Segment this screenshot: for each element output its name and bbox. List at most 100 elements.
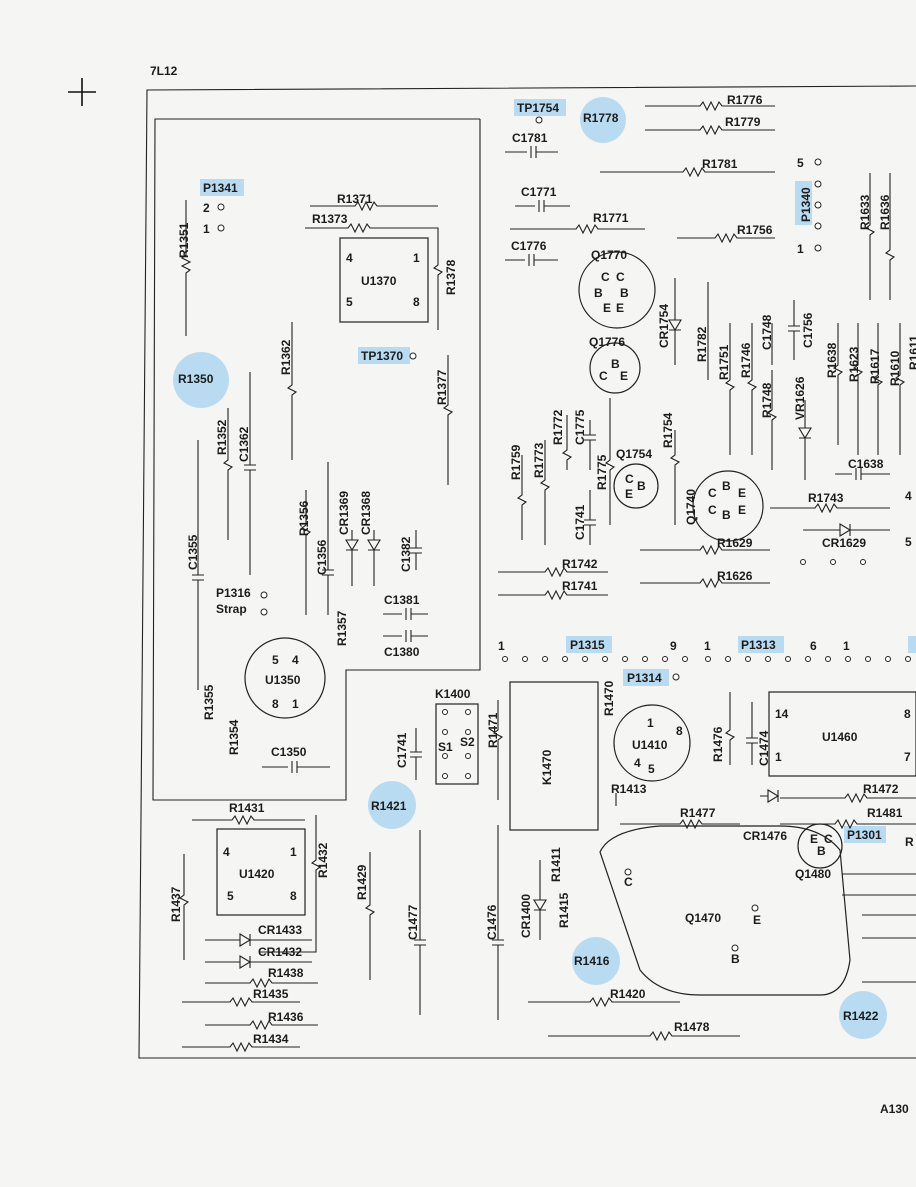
label-r1431: R1431 — [229, 801, 265, 815]
label-tp1370: TP1370 — [361, 349, 403, 363]
label-r1781: R1781 — [702, 157, 738, 171]
label-r1373: R1373 — [312, 212, 348, 226]
label-r1352: R1352 — [215, 419, 229, 455]
label-q1754: Q1754 — [616, 447, 652, 461]
label-r1638: R1638 — [825, 342, 839, 378]
label-q1770-b1: B — [594, 286, 603, 300]
label-r1759: R1759 — [509, 444, 523, 480]
label-r1611: R1611 — [907, 335, 916, 370]
label-u1410-pin4: 4 — [634, 756, 641, 770]
label-p1341-pin1: 1 — [203, 222, 210, 236]
label-c1748: C1748 — [760, 314, 774, 350]
label-r1633: R1633 — [858, 194, 872, 230]
label-p1341-pin2: 2 — [203, 201, 210, 215]
label-q1754-b: B — [637, 479, 646, 493]
label-u1460: U1460 — [822, 730, 858, 744]
component-outlines — [216, 237, 916, 996]
label-connector-pin1c: 1 — [843, 639, 850, 653]
label-q1776: Q1776 — [589, 335, 625, 349]
label-r1420: R1420 — [610, 987, 646, 1001]
label-r1351: R1351 — [177, 222, 191, 258]
label-cr1368: CR1368 — [359, 491, 373, 535]
label-q1480-b: B — [817, 844, 826, 858]
label-connector-pin9: 9 — [670, 639, 677, 653]
label-k1470: K1470 — [540, 749, 554, 785]
vertical-labels: P1340 R1633 R1636 R1378 R1351 CR1754 R17… — [169, 187, 916, 940]
label-r1470: R1470 — [602, 680, 616, 716]
label-p1341: P1341 — [203, 181, 238, 195]
label-q1480-e: E — [810, 832, 818, 846]
label-r1782: R1782 — [695, 326, 709, 362]
label-q1480: Q1480 — [795, 867, 831, 881]
label-cr1400: CR1400 — [519, 894, 533, 938]
label-r1378: R1378 — [444, 259, 458, 295]
label-q1470-b: B — [731, 952, 740, 966]
label-c1741-lower: C1741 — [395, 732, 409, 768]
label-q1470: Q1470 — [685, 911, 721, 925]
label-cr1629: CR1629 — [822, 536, 866, 550]
component-labels: 7L12 A130 TP1754 R1778 R1776 R1779 C1781… — [150, 64, 914, 1116]
label-u1370-pin1: 1 — [413, 251, 420, 265]
label-r1432: R1432 — [316, 842, 330, 878]
label-r1422: R1422 — [843, 1009, 879, 1023]
label-u1350-pin4: 4 — [292, 653, 299, 667]
label-vr1626: VR1626 — [793, 376, 807, 420]
label-r1471: R1471 — [486, 712, 500, 748]
label-pin5-right: 5 — [905, 535, 912, 549]
label-r1756: R1756 — [737, 223, 773, 237]
label-r1771: R1771 — [593, 211, 629, 225]
label-r1355: R1355 — [202, 684, 216, 720]
label-u1410-pin1: 1 — [647, 716, 654, 730]
label-c1474: C1474 — [757, 730, 771, 766]
label-q1740-c1: C — [708, 486, 717, 500]
label-c1381: C1381 — [384, 593, 420, 607]
label-r1415: R1415 — [557, 892, 571, 928]
label-u1370-pin8: 8 — [413, 295, 420, 309]
label-p1301: P1301 — [847, 828, 882, 842]
label-r1746: R1746 — [739, 342, 753, 378]
label-q1770-e2: E — [616, 301, 624, 315]
label-c1476: C1476 — [485, 904, 499, 940]
label-r1354: R1354 — [227, 719, 241, 755]
label-r1421: R1421 — [371, 799, 407, 813]
label-u1410-pin5: 5 — [648, 762, 655, 776]
label-q1470-c: C — [624, 875, 633, 889]
label-r1626: R1626 — [717, 569, 753, 583]
label-q1770: Q1770 — [591, 248, 627, 262]
label-r1477: R1477 — [680, 806, 716, 820]
label-q1776-e: E — [620, 369, 628, 383]
label-u1410-pin8: 8 — [676, 724, 683, 738]
label-c1741-upper: C1741 — [573, 504, 587, 540]
label-q1740-b2: B — [722, 508, 731, 522]
label-r1772: R1772 — [551, 409, 565, 445]
label-pin4-right: 4 — [905, 489, 912, 503]
label-q1740-b1: B — [722, 479, 731, 493]
label-u1370: U1370 — [361, 274, 397, 288]
label-c1362: C1362 — [237, 426, 251, 462]
label-r1779: R1779 — [725, 115, 761, 129]
label-u1420-pin4: 4 — [223, 845, 230, 859]
label-u1370-pin5: 5 — [346, 295, 353, 309]
label-r-edge: R — [905, 835, 914, 849]
label-q1770-c1: C — [601, 270, 610, 284]
board-outline — [138, 85, 916, 1059]
label-u1350-pin8: 8 — [272, 697, 279, 711]
label-r1371: R1371 — [337, 192, 373, 206]
label-connector-pin6: 6 — [810, 639, 817, 653]
label-q1770-e1: E — [603, 301, 611, 315]
label-r1629: R1629 — [717, 536, 753, 550]
label-cr1754: CR1754 — [657, 304, 671, 348]
label-u1420-pin1: 1 — [290, 845, 297, 859]
label-cr1433: CR1433 — [258, 923, 302, 937]
label-r1778: R1778 — [583, 111, 619, 125]
label-tp1754: TP1754 — [517, 101, 559, 115]
label-q1770-c2: C — [616, 270, 625, 284]
label-r1742: R1742 — [562, 557, 598, 571]
label-c1380: C1380 — [384, 645, 420, 659]
label-r1776: R1776 — [727, 93, 763, 107]
label-c1775: C1775 — [573, 409, 587, 445]
label-r1741: R1741 — [562, 579, 598, 593]
label-p1313: P1313 — [741, 638, 776, 652]
label-strap: Strap — [216, 602, 247, 616]
